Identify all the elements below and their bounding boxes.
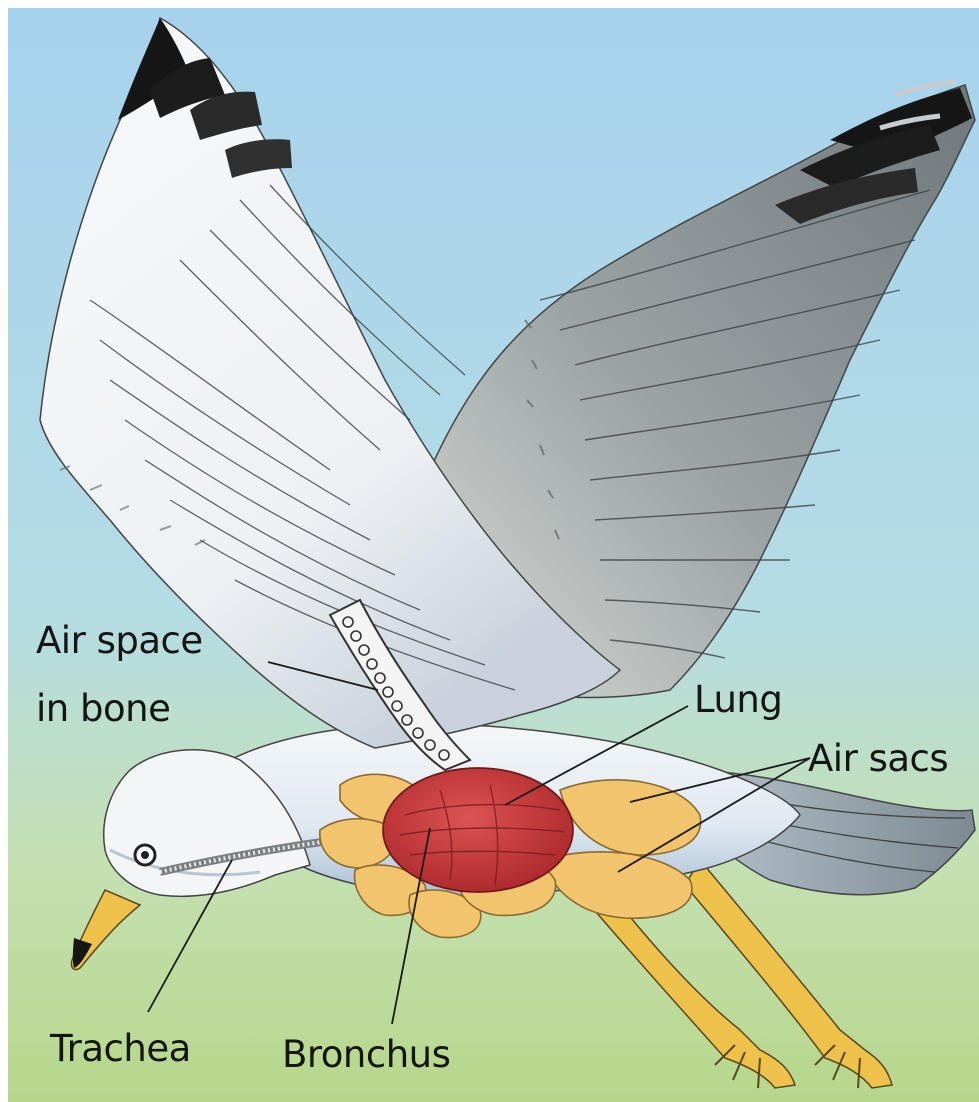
label-air-sacs: Air sacs: [808, 736, 948, 782]
label-lung: Lung: [694, 677, 782, 723]
label-trachea: Trachea: [50, 1026, 191, 1072]
lung-illustration: [383, 768, 573, 892]
label-air-space-in-bone-line1: Air space: [36, 618, 203, 664]
label-air-space-in-bone-line2: in bone: [36, 686, 170, 732]
label-bronchus: Bronchus: [282, 1032, 450, 1078]
